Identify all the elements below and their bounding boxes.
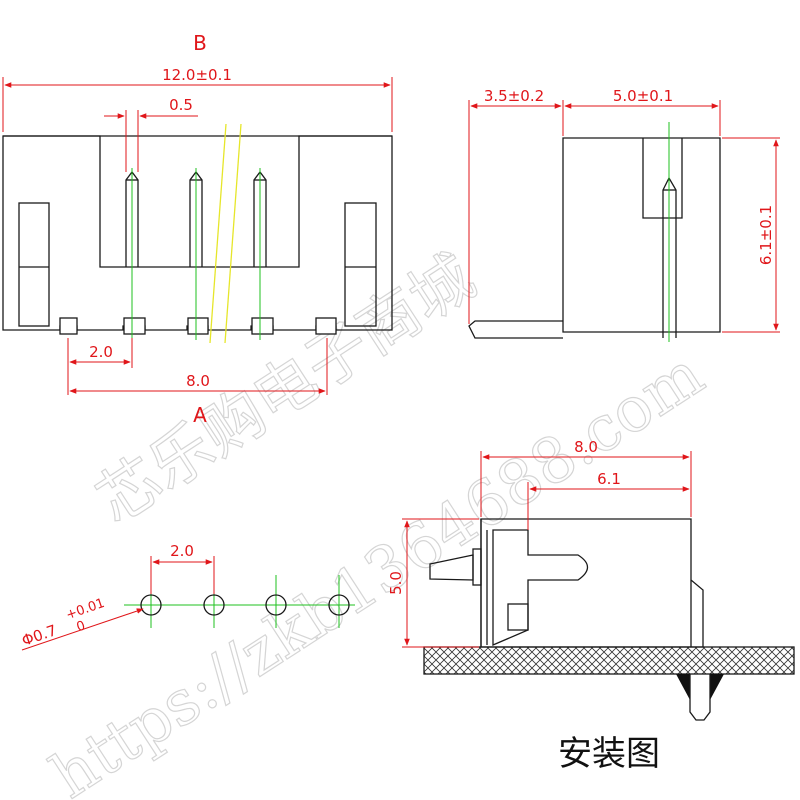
side-view: 3.5±0.2 5.0±0.1 6.1±0.1: [468, 87, 780, 342]
dim-side-height: 6.1±0.1: [722, 137, 780, 333]
front-break-lines: [209, 123, 242, 344]
install-pcb-board: [423, 646, 795, 675]
pcb-holes: [140, 594, 350, 616]
dim-install-height-text: 5.0: [387, 571, 405, 595]
dim-pcb-pitch-text: 2.0: [170, 542, 194, 560]
dim-install-inner: 6.1: [527, 470, 690, 530]
dim-side-width: 5.0±0.1: [564, 87, 721, 136]
dim-pcb-hole-tol-lower: 0: [75, 618, 88, 635]
dim-install-length: 8.0: [480, 438, 692, 517]
watermark-cn: 芯乐购电子商城: [83, 240, 487, 538]
install-body-outline: [480, 518, 704, 648]
install-caption: 安装图: [558, 734, 660, 774]
install-view: 8.0 6.1 5.0 安装图: [387, 438, 795, 774]
dim-overall-text: 12.0±0.1: [162, 66, 232, 84]
front-left-slot: [18, 202, 50, 327]
watermark-url: https://zkb1364688.com: [38, 337, 716, 800]
install-through-lead: [676, 674, 724, 721]
side-body-outline: [562, 137, 721, 333]
dim-side-width-text: 5.0±0.1: [613, 87, 673, 105]
front-view: 12.0±0.1 B 0.5 2.0 8.0 A: [2, 31, 393, 427]
dim-install-inner-text: 6.1: [597, 470, 621, 488]
front-body-outline: [2, 135, 393, 331]
dim-side-depth-text: 3.5±0.2: [484, 87, 544, 105]
side-pin: [468, 320, 563, 339]
label-a: A: [193, 403, 207, 427]
dim-front-pitch-text: 2.0: [89, 343, 113, 361]
dim-pcb-hole-tol-upper: +0.01: [64, 596, 107, 623]
dim-side-depth: 3.5±0.2: [468, 87, 564, 324]
dim-side-height-text: 6.1±0.1: [757, 205, 775, 265]
dim-install-height: 5.0: [387, 518, 479, 648]
label-b: B: [193, 31, 207, 55]
dim-pin-width-text: 0.5: [169, 96, 193, 114]
dim-pin-width: 0.5: [104, 96, 198, 172]
front-pin-feet: [59, 317, 337, 335]
dim-front-span: 8.0 A: [69, 338, 328, 427]
dim-front-pitch: 2.0: [67, 338, 133, 395]
dim-pcb-pitch: 2.0: [150, 542, 215, 594]
dim-front-span-text: 8.0: [186, 372, 210, 390]
install-inner: [492, 529, 589, 646]
dim-overall: 12.0±0.1 B: [2, 31, 393, 132]
dim-pcb-hole-text: Φ0.7: [19, 621, 59, 650]
dim-install-length-text: 8.0: [574, 438, 598, 456]
front-right-slot: [344, 202, 377, 327]
front-centerlines: [131, 168, 261, 340]
